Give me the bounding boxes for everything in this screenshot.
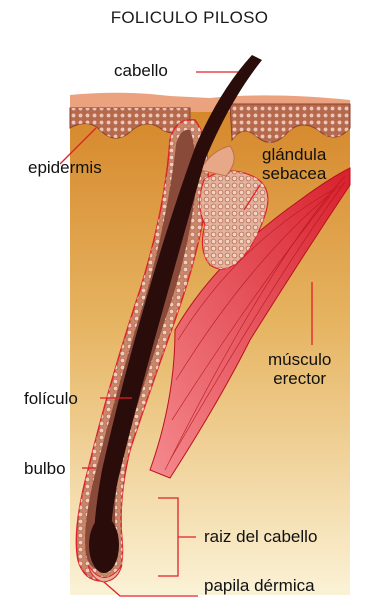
label-foliculo: folículo (24, 389, 78, 408)
label-glandula-line2: sebacea (262, 164, 326, 183)
label-glandula: glándula sebacea (262, 145, 326, 183)
label-cabello: cabello (114, 61, 168, 80)
label-epidermis: epidermis (28, 158, 102, 177)
label-musculo-line2: erector (268, 369, 331, 388)
label-musculo: músculo erector (268, 350, 331, 388)
label-musculo-line1: músculo (268, 350, 331, 369)
label-raiz: raiz del cabello (204, 527, 317, 546)
label-bulbo: bulbo (24, 459, 66, 478)
hair-bulb (89, 517, 119, 573)
label-glandula-line1: glándula (262, 145, 326, 164)
label-papila: papila dérmica (204, 576, 315, 595)
